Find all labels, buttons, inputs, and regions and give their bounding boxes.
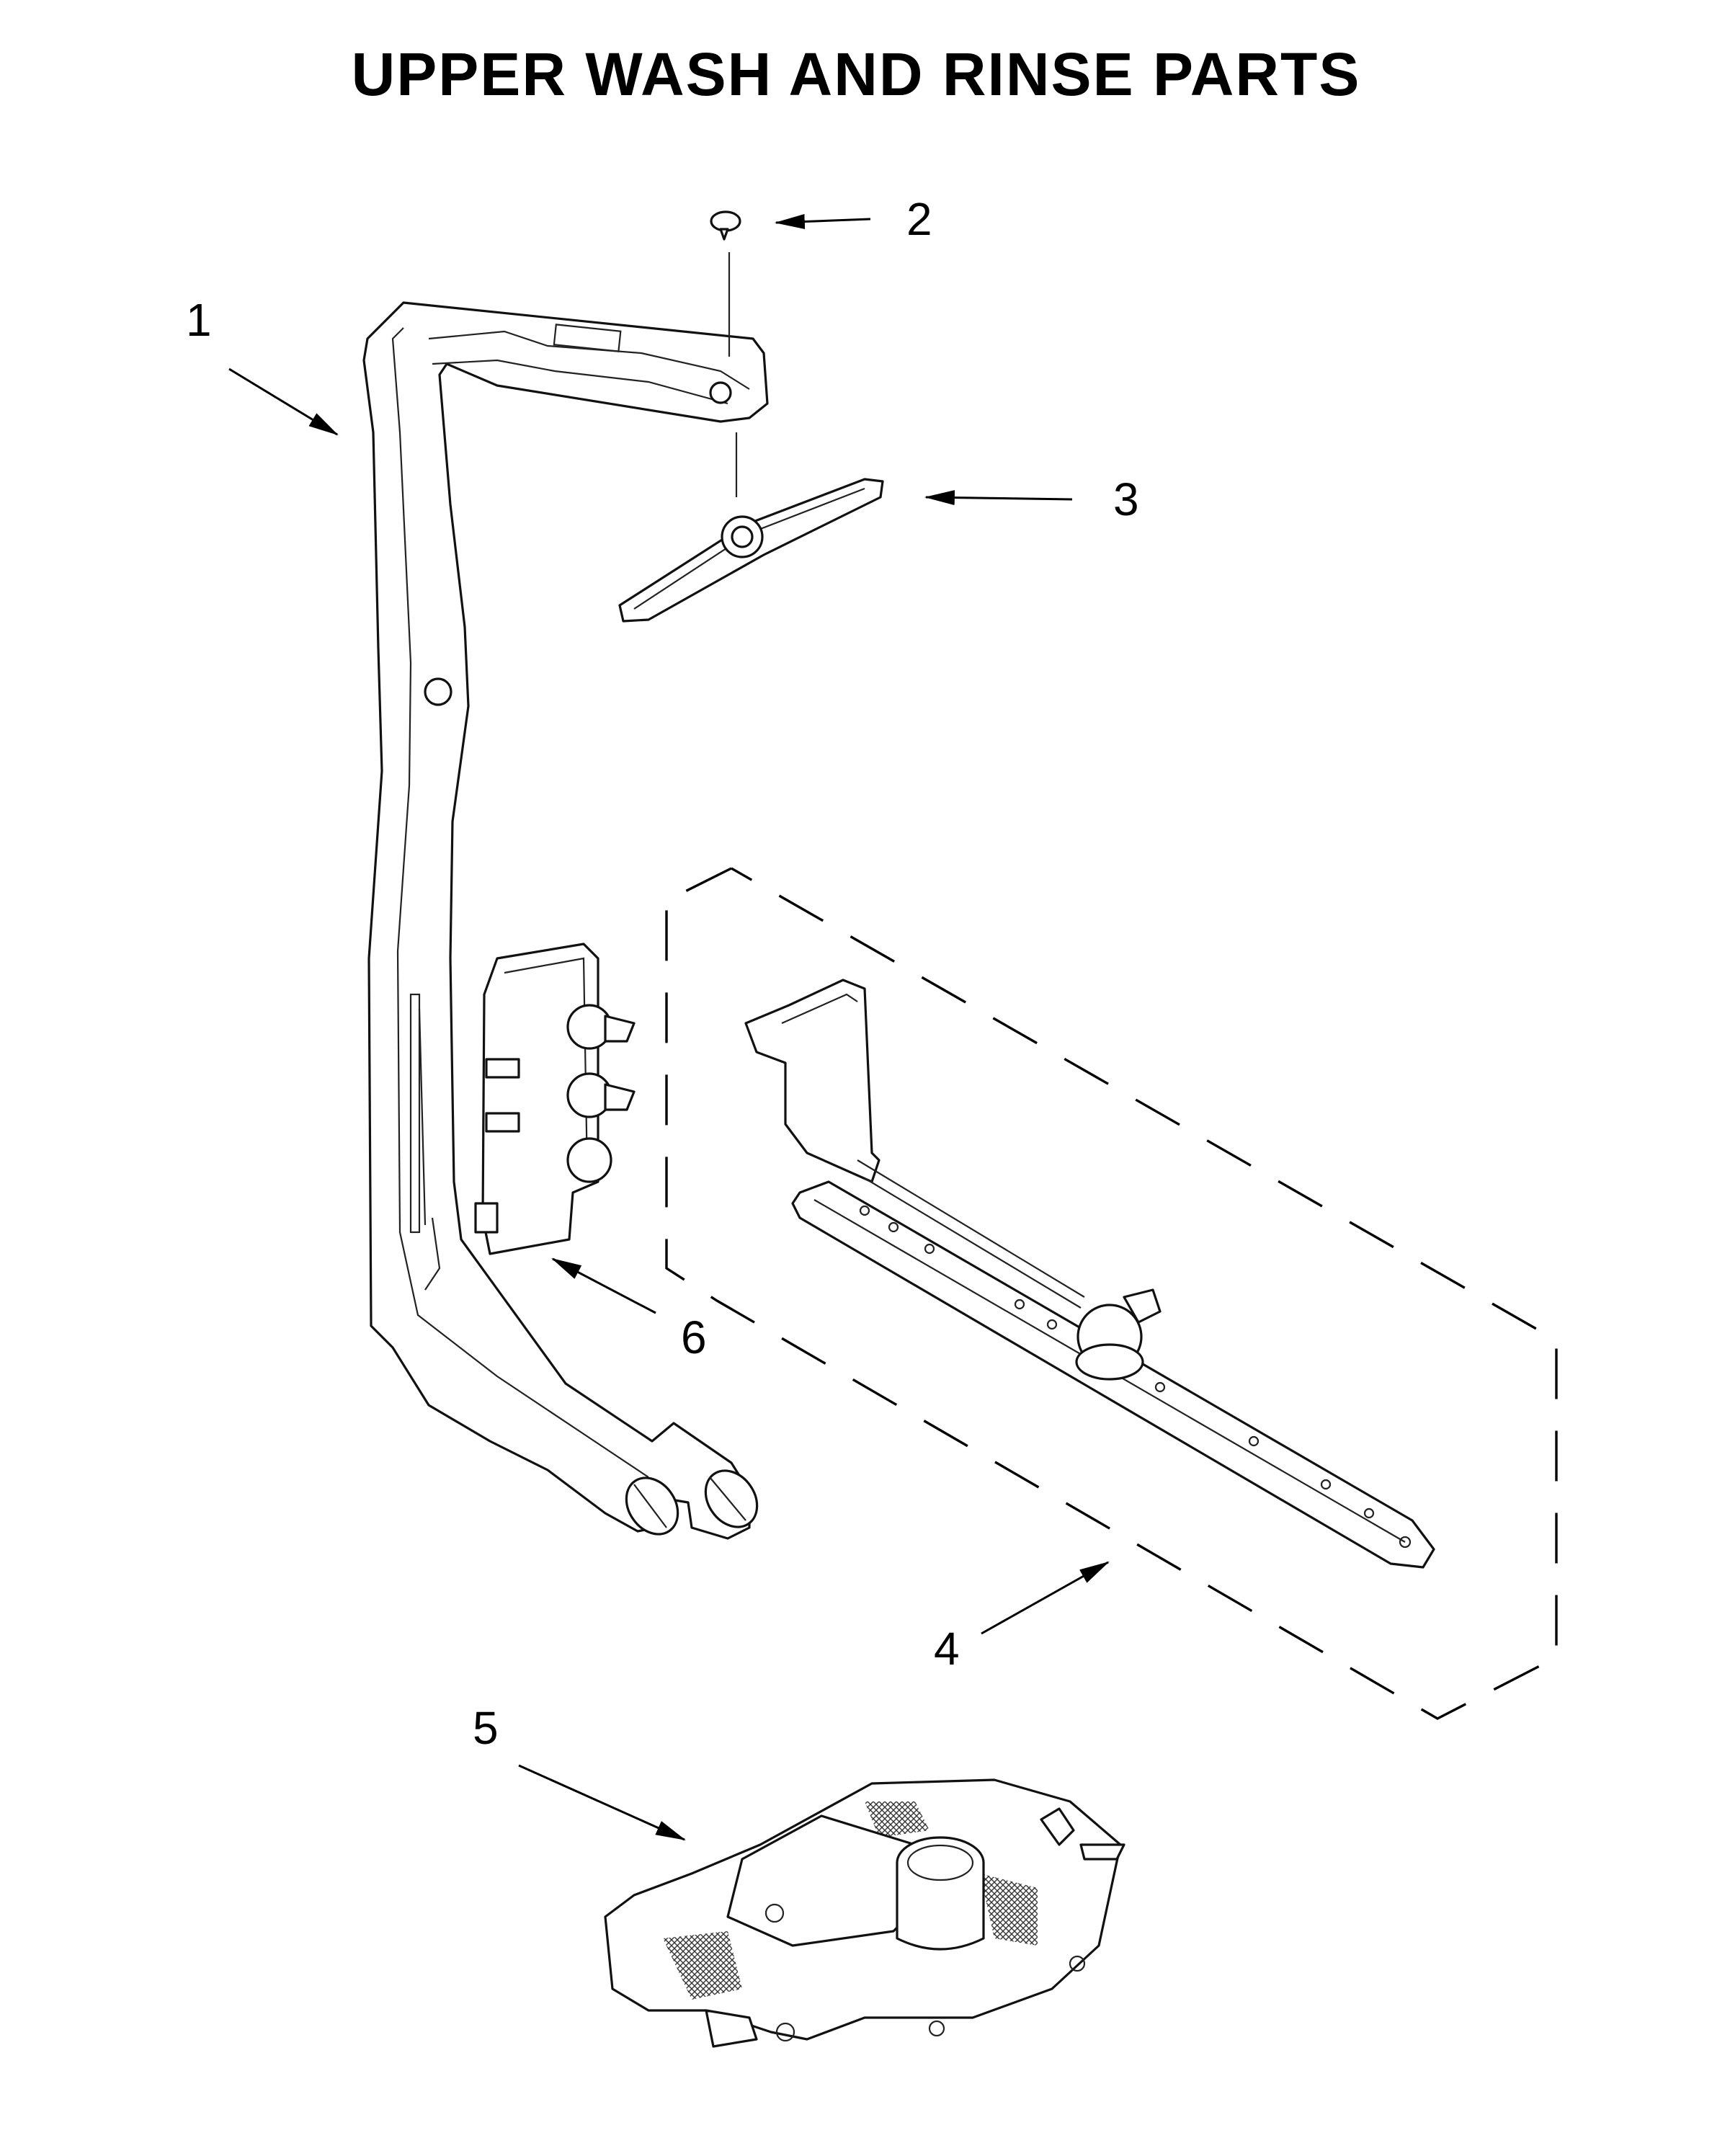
part-4-lower-spray-arm[interactable] — [744, 979, 1435, 1569]
callout-3: 3 — [1113, 473, 1139, 525]
callout-6: 6 — [681, 1311, 707, 1363]
callout-1: 1 — [186, 294, 212, 346]
leader-arrow-6 — [551, 1257, 656, 1314]
part-1-supply-tube[interactable] — [362, 301, 769, 1544]
callout-4: 4 — [934, 1623, 960, 1675]
leader-arrow-4 — [981, 1561, 1110, 1635]
leader-arrow-3 — [924, 490, 1073, 506]
part-4-dashed-assembly-outline — [665, 867, 1558, 1720]
callout-2: 2 — [906, 193, 932, 245]
leader-arrow-1 — [228, 368, 339, 436]
part-2-cap[interactable] — [710, 210, 741, 241]
callout-5: 5 — [473, 1702, 499, 1754]
part-5-base-assembly[interactable] — [604, 1778, 1125, 2048]
leader-arrow-2 — [774, 213, 871, 229]
part-6-diverter-housing[interactable] — [474, 943, 636, 1255]
page-title: UPPER WASH AND RINSE PARTS — [351, 40, 1361, 108]
part-3-upper-spray-arm[interactable] — [618, 478, 884, 623]
leader-arrow-5 — [518, 1764, 686, 1841]
